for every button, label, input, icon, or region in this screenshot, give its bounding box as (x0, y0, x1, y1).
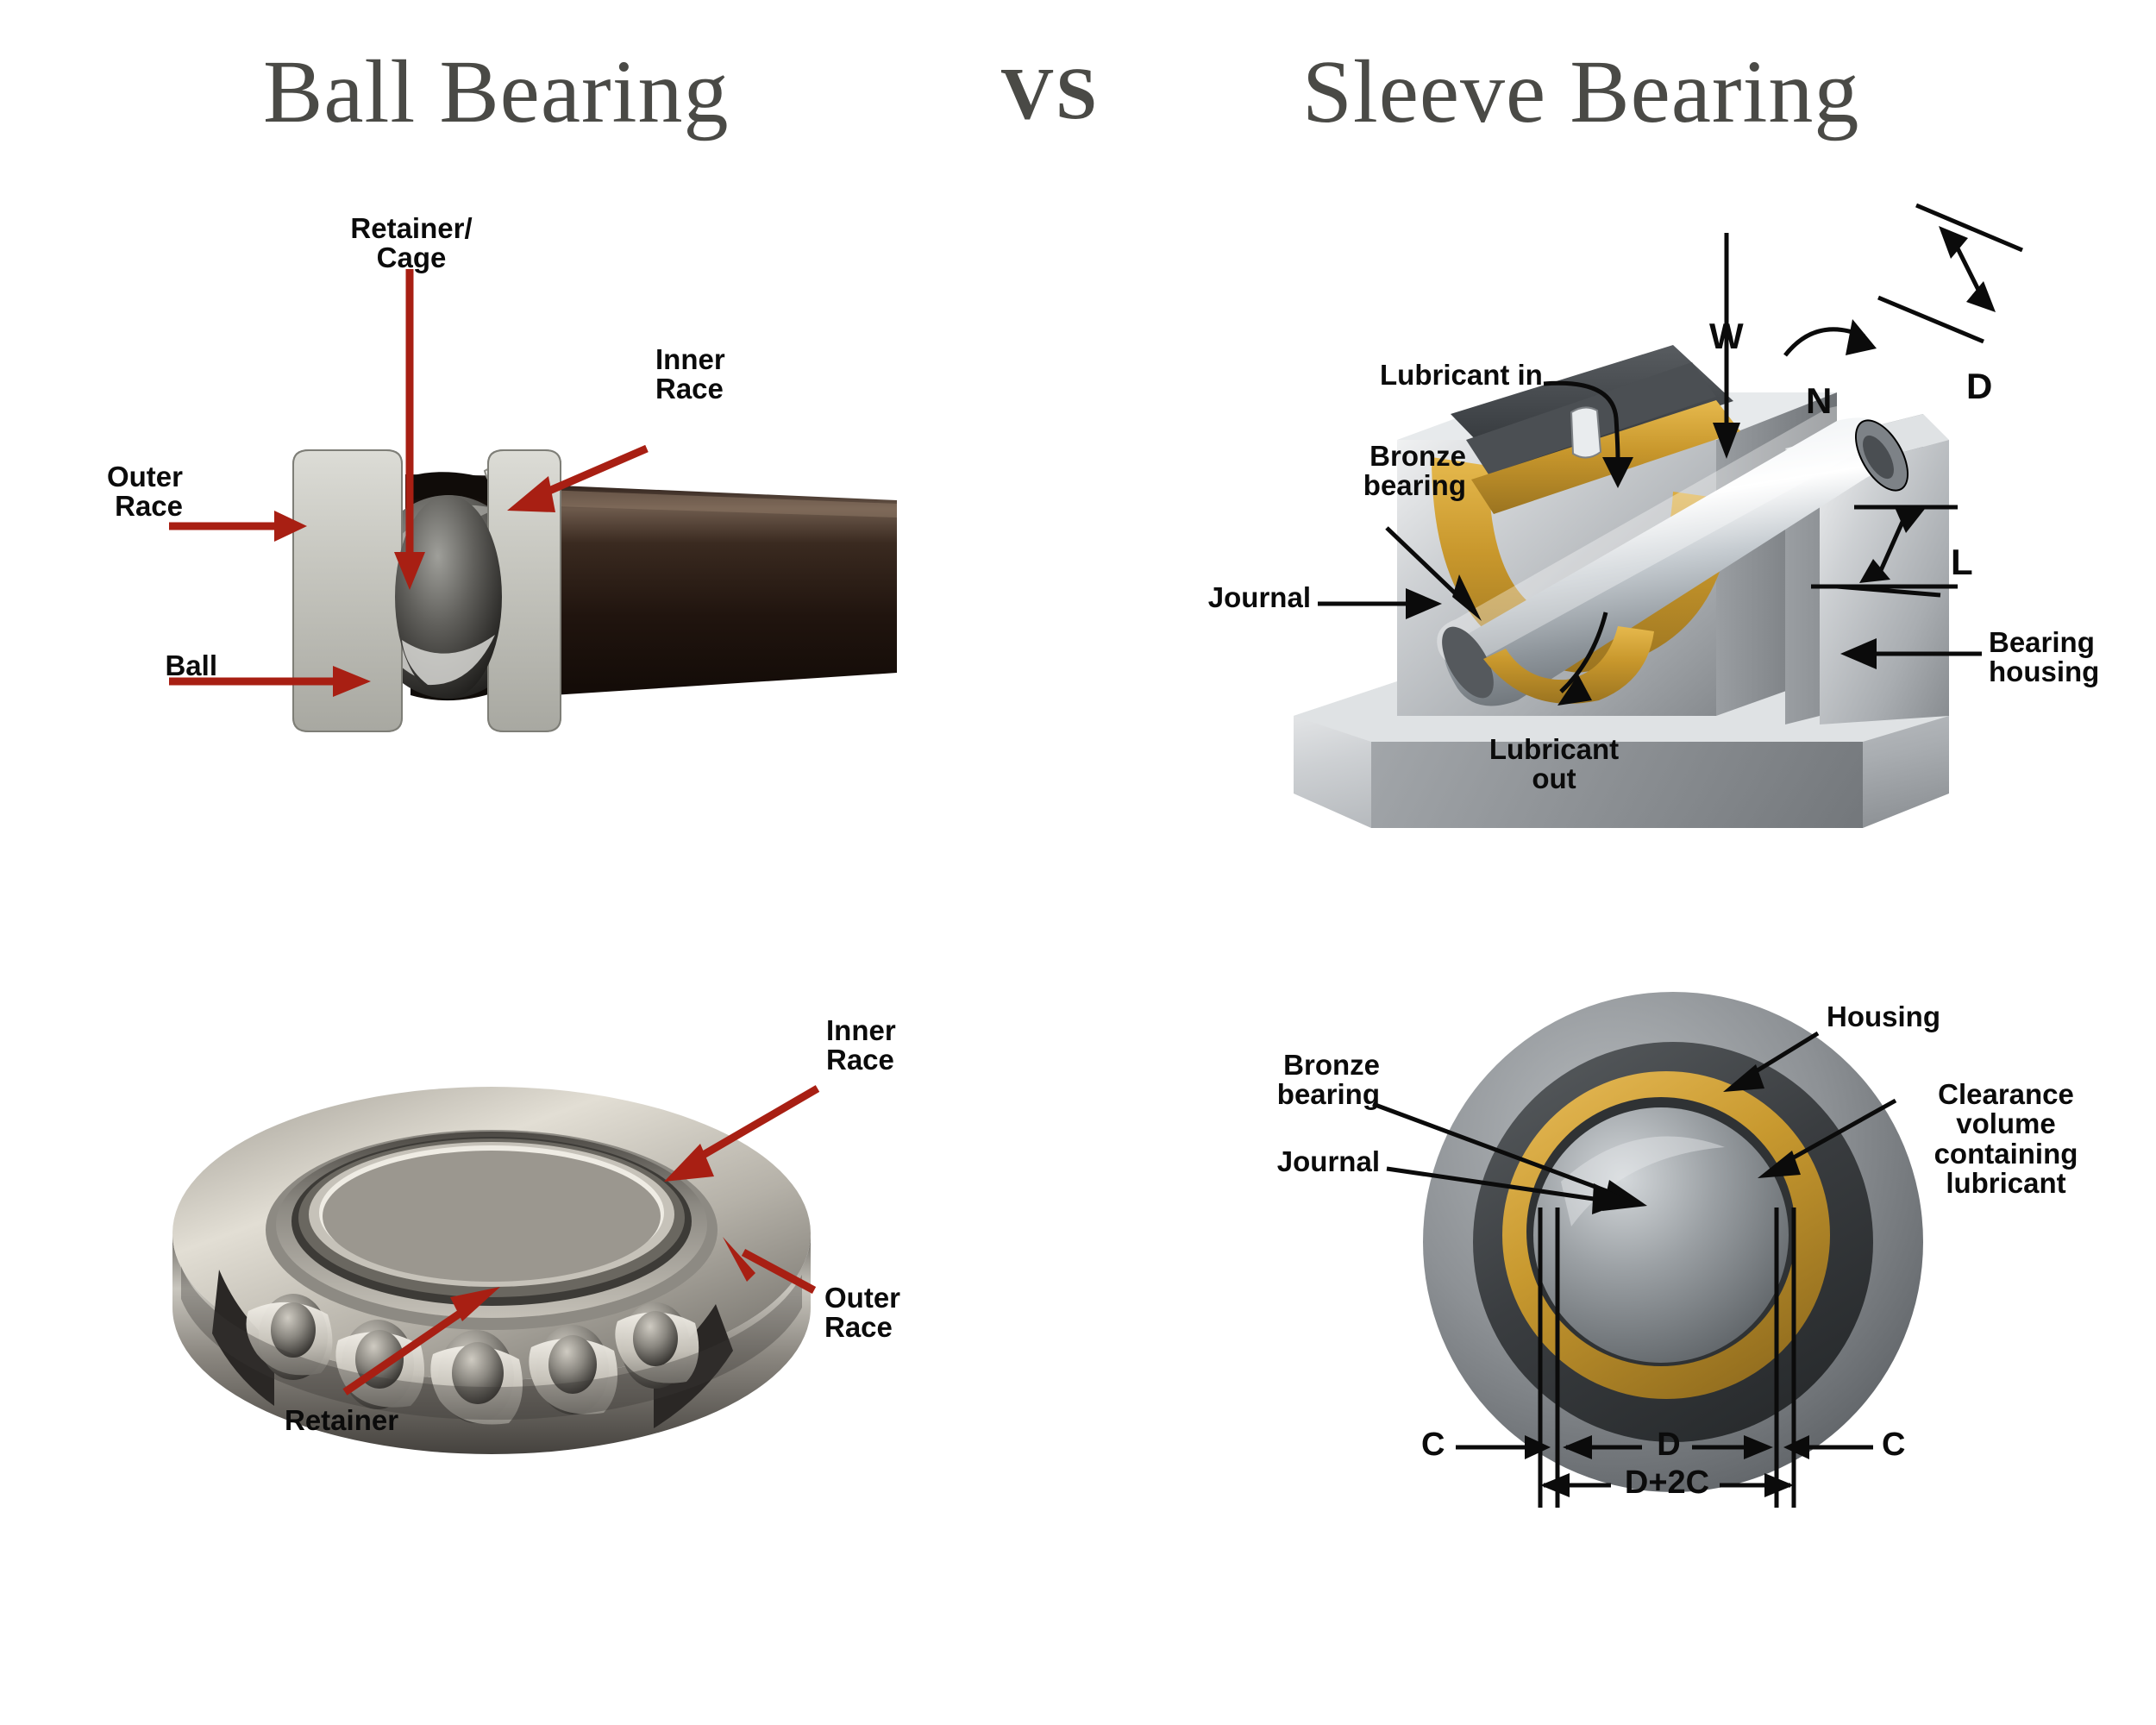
dimension-label-d: D (1657, 1427, 1681, 1463)
title-row: Ball Bearing VS Sleeve Bearing (0, 47, 2156, 160)
ball-bearing-ring-art (172, 1087, 811, 1454)
leader-load-w (1713, 233, 1740, 459)
dimension-journal-diameter (1563, 1435, 1773, 1459)
label-length-l: L (1951, 542, 1973, 582)
label-journal-top: Journal (1207, 581, 1311, 613)
leader-bronze-bearing-top (1385, 526, 1482, 621)
label-lubricant-out: Lubricant out (1489, 733, 1620, 795)
leader-inner-race (507, 444, 649, 512)
leader-retainer-cage (394, 269, 425, 590)
label-outer-race-top: Outer Race (106, 461, 183, 523)
leader-rotation-n (1783, 319, 1877, 357)
label-retainer-ring: Retainer (285, 1404, 399, 1436)
leader-housing (1723, 1031, 1820, 1092)
label-retainer-cage: Retainer/ Cage (350, 212, 473, 274)
page-title-left: Ball Bearing (263, 42, 730, 141)
leader-journal-top (1318, 588, 1442, 619)
page-title-vs: VS (1000, 52, 1099, 135)
leader-outer-race (169, 511, 307, 542)
dimension-clearance-right (1783, 1435, 1873, 1459)
label-bronze-bearing-section: Bronze bearing (1276, 1049, 1380, 1111)
leader-inner-race-ring (664, 1085, 820, 1182)
leader-ball (169, 666, 371, 697)
label-speed-n: N (1806, 380, 1833, 421)
leader-outer-race-ring (723, 1237, 817, 1294)
label-journal-section: Journal (1276, 1145, 1380, 1177)
sleeve-bearing-3d-art (1294, 345, 1949, 828)
label-clearance-volume: Clearance volume containing lubricant (1934, 1078, 2078, 1199)
label-lubricant-in: Lubricant in (1380, 359, 1543, 391)
leader-diameter-d (1877, 203, 2023, 344)
leader-clearance-volume (1758, 1098, 1897, 1178)
leader-retainer-ring (342, 1287, 500, 1396)
label-housing: Housing (1827, 1000, 1940, 1032)
sleeve-bearing-section-art (1423, 992, 1923, 1492)
ball-bearing-cutaway-art (292, 449, 897, 732)
label-bearing-housing: Bearing housing (1989, 626, 2100, 688)
label-outer-race-ring: Outer Race (824, 1282, 901, 1344)
label-inner-race-top: Inner Race (655, 343, 725, 405)
label-ball: Ball (165, 649, 217, 681)
dimension-label-d-2c: D+2C (1624, 1465, 1710, 1501)
label-load-w: W (1709, 316, 1744, 356)
leader-journal-section (1386, 1166, 1630, 1214)
dimension-extension-lines (1538, 1208, 1796, 1508)
leader-lubricant-out (1557, 612, 1608, 706)
dimension-label-c-left: C (1421, 1427, 1445, 1463)
label-inner-race-ring: Inner Race (826, 1014, 896, 1076)
label-bronze-bearing-top: Bronze bearing (1363, 440, 1466, 502)
dimension-label-c-right: C (1882, 1427, 1906, 1463)
leader-bearing-housing (1840, 638, 1982, 669)
leader-length-l (1811, 505, 1958, 598)
page-title-right: Sleeve Bearing (1302, 42, 1860, 141)
dimension-clearance-left (1456, 1435, 1551, 1459)
leader-lubricant-in (1543, 380, 1633, 488)
dimension-bore-diameter (1540, 1473, 1794, 1497)
label-diameter-d-top: D (1966, 366, 1993, 406)
